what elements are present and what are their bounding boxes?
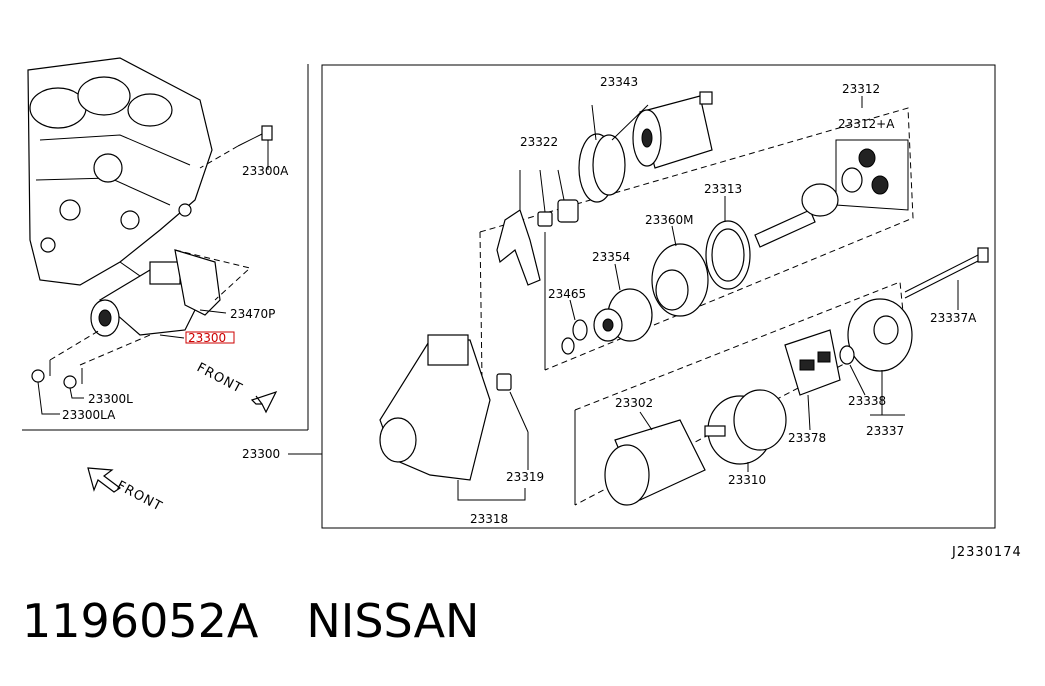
highlight-box-23300 — [185, 331, 235, 344]
gear-housing-23360m — [651, 225, 709, 317]
label-23300: 23300 — [242, 447, 280, 461]
label-23300a: 23300A — [242, 164, 289, 178]
shaft-23312 — [754, 96, 889, 248]
brand-name: NISSAN — [306, 594, 480, 648]
label-23319: 23319 — [506, 470, 544, 484]
bush-23319 — [496, 373, 529, 470]
figure-reference: J2330174 — [951, 545, 1022, 560]
label-23337a: 23337A — [930, 311, 977, 325]
label-23337: 23337 — [866, 424, 904, 438]
brush-holder-23378 — [784, 329, 841, 431]
engine-block-illustration — [27, 57, 213, 291]
front-label-main: FRONT — [114, 478, 165, 514]
engine-inset-frame — [22, 64, 309, 431]
label-23322: 23322 — [520, 135, 558, 149]
front-label-inset: FRONT — [194, 360, 245, 396]
part-number: 1196052A — [22, 594, 259, 648]
yoke-23302 — [604, 411, 706, 506]
label-23354: 23354 — [592, 250, 630, 264]
label-23338: 23338 — [848, 394, 886, 408]
footer-caption: 1196052A NISSAN — [22, 594, 479, 648]
inset-leaders — [159, 309, 227, 339]
subassembly-outlines — [479, 107, 914, 506]
label-23360m: 23360M — [645, 213, 694, 227]
armature-23310 — [704, 389, 787, 472]
label-23302: 23302 — [615, 396, 653, 410]
shift-lever-23322 — [496, 169, 579, 286]
clip-23465 — [561, 299, 588, 355]
nuts-23300l-23300la — [31, 360, 84, 415]
pinion-23354 — [593, 263, 653, 342]
label-23470p: 23470P — [230, 307, 275, 321]
label-23318: 23318 — [470, 512, 508, 526]
label-23378: 23378 — [788, 431, 826, 445]
bearing-23338 — [839, 345, 866, 396]
ring-23313 — [705, 196, 751, 290]
solenoid-23343 — [578, 91, 713, 203]
starter-inset-illustration — [49, 249, 252, 366]
label-23310: 23310 — [728, 473, 766, 487]
label-23313: 23313 — [704, 182, 742, 196]
label-23312-a: 23312+A — [838, 117, 895, 131]
label-23300l: 23300L — [88, 392, 133, 406]
rear-cover-23337 — [847, 298, 913, 416]
label-23312: 23312 — [842, 82, 880, 96]
front-arrow-left — [87, 467, 122, 493]
label-23300la: 23300LA — [62, 408, 116, 422]
label-23300-highlighted[interactable]: 23300 — [188, 331, 226, 345]
exploded-view-frame — [321, 64, 996, 529]
through-bolt-23337a — [904, 247, 989, 310]
label-23343: 23343 — [600, 75, 638, 89]
label-23465: 23465 — [548, 287, 586, 301]
bolt-23300a — [199, 125, 273, 170]
front-arrow-right — [250, 390, 278, 414]
front-housing-23318 — [379, 334, 526, 501]
